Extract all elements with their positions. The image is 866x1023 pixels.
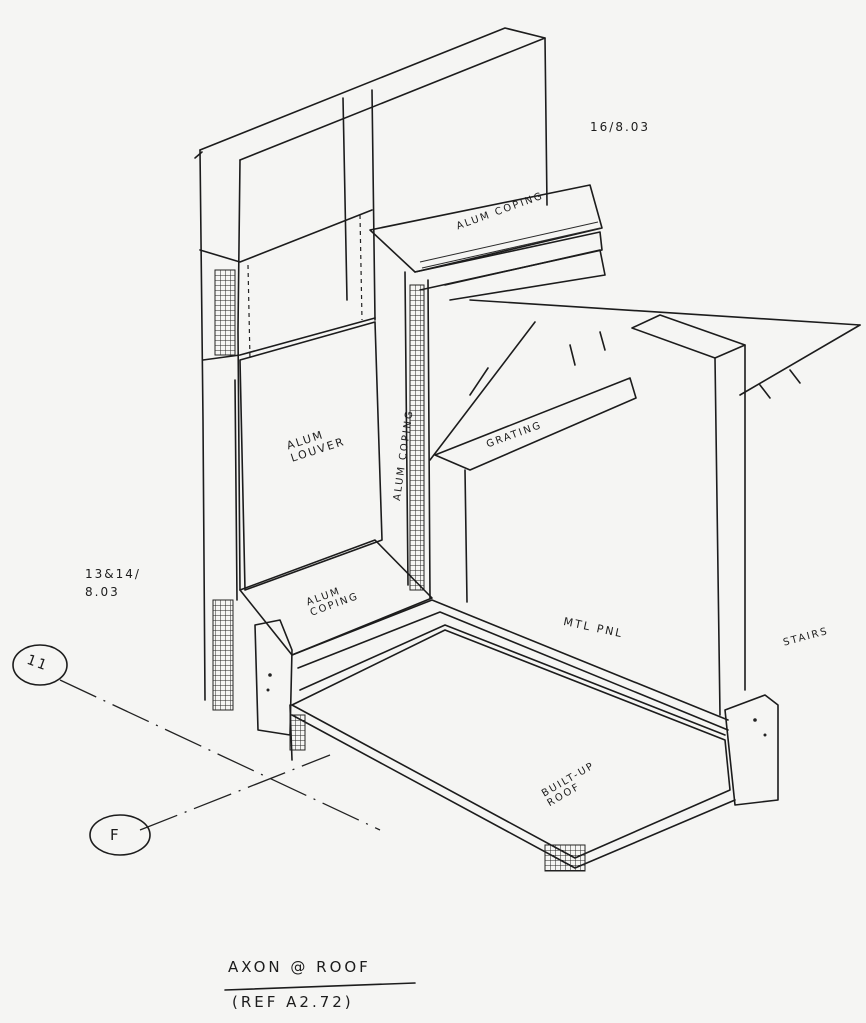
grid-bubble-11: [12, 644, 68, 686]
title-underline: [224, 982, 416, 991]
date-top-right: 16/8.03: [590, 120, 651, 134]
masonry-hatch: [214, 269, 236, 356]
grating: [429, 299, 861, 603]
roof-slab: [289, 629, 736, 872]
grid-bubble-f: [89, 814, 151, 856]
left-wall: [194, 27, 548, 711]
drawing-title: AXON @ ROOF: [228, 958, 371, 976]
parapet-columns: [254, 619, 779, 806]
lower-coping: [239, 539, 729, 736]
footing-hatch: [544, 844, 586, 872]
footing-hatch: [289, 714, 306, 751]
drawing-reference: (REF A2.72): [232, 993, 354, 1011]
grid-bubble-label: F: [110, 826, 121, 844]
metal-panel-wall: [631, 314, 861, 716]
upper-coping: [369, 184, 606, 301]
masonry-hatch: [212, 599, 234, 711]
date-left: 13&14/ 8.03: [85, 567, 141, 599]
grid-lines: [12, 644, 381, 856]
louver-panel: [234, 321, 383, 601]
vertical-coping-strip: [409, 284, 425, 591]
